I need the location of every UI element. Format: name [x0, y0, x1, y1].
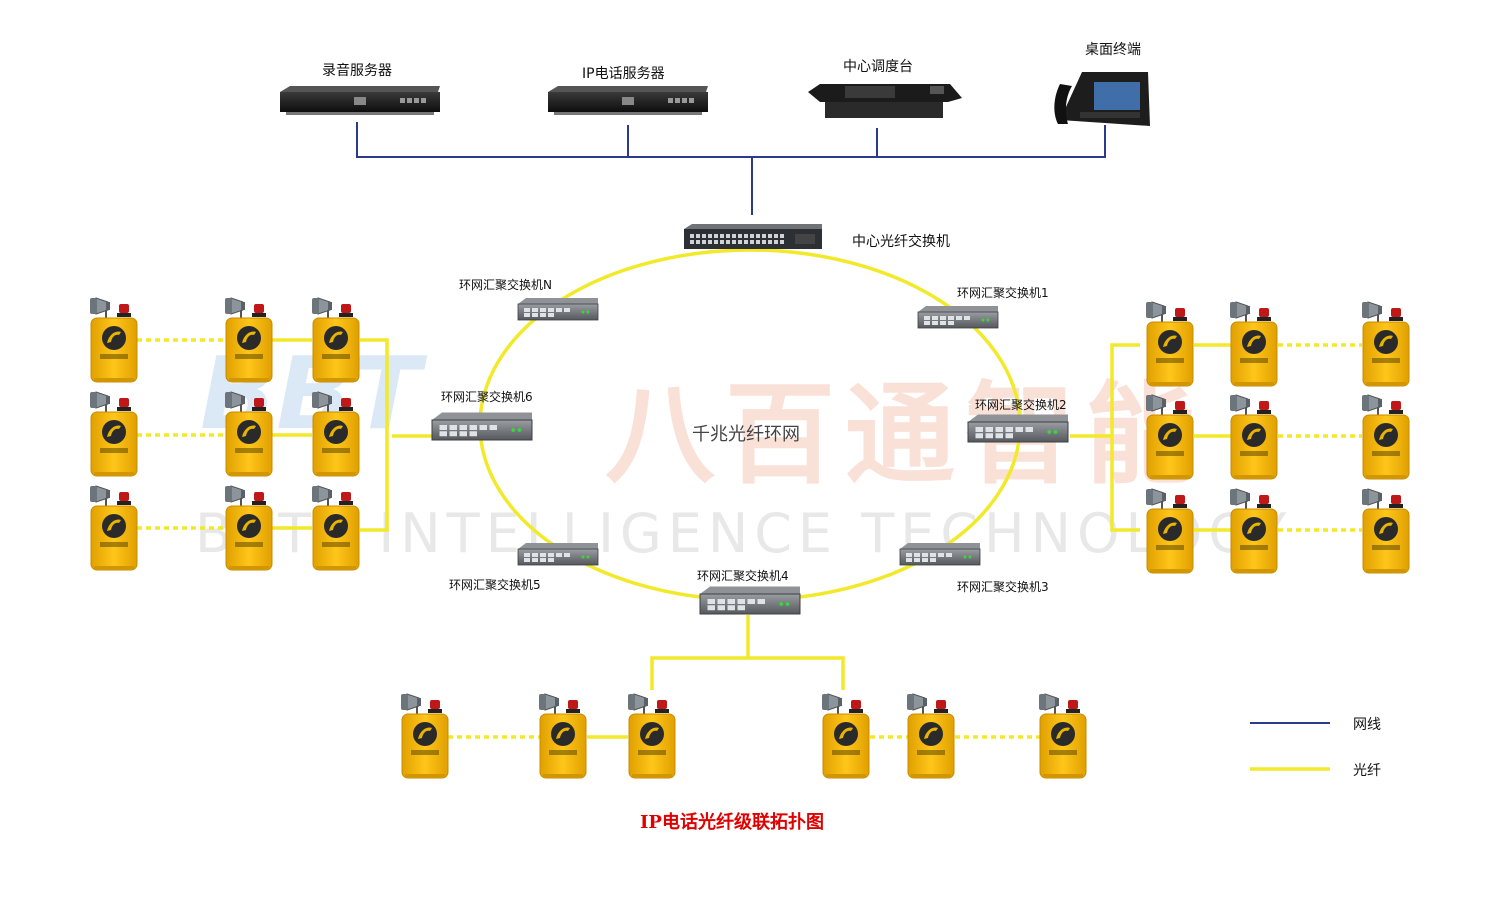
watermark-english: BETT INTELLIGENCE TECHNOLOGY	[195, 502, 1293, 565]
phone-icon	[311, 391, 360, 477]
phone-icon	[400, 693, 449, 779]
phone-icon	[1361, 301, 1410, 387]
ip-phone-server-label: IP电话服务器	[582, 66, 665, 82]
diagram-caption: IP电话光纤级联拓扑图	[640, 812, 824, 833]
phone-icon	[1145, 394, 1194, 480]
ring-switch-n-icon	[517, 297, 599, 321]
recording-server-label: 录音服务器	[322, 63, 392, 79]
phone-icon	[538, 693, 587, 779]
phone-icon	[311, 485, 360, 571]
core-switch-icon	[684, 224, 822, 249]
ring-switch-5-icon	[517, 542, 599, 566]
phone-icon	[1145, 301, 1194, 387]
ring-switch-6-icon	[431, 411, 533, 441]
dispatch-console-icon	[808, 84, 962, 118]
phone-icon	[311, 297, 360, 383]
ring-switch-6-label: 环网汇聚交换机6	[441, 390, 533, 404]
dispatch-console-label: 中心调度台	[843, 59, 913, 75]
recording-server-icon	[280, 86, 440, 115]
ring-switch-2-label: 环网汇聚交换机2	[975, 398, 1067, 412]
phone-icon	[1145, 488, 1194, 574]
phone-icon	[89, 297, 138, 383]
phone-icon	[1229, 301, 1278, 387]
ring-switch-2-icon	[967, 413, 1069, 443]
legend-fiber-label: 光纤	[1353, 763, 1381, 779]
ring-network-label: 千兆光纤环网	[692, 424, 800, 445]
phone-icon	[1038, 693, 1087, 779]
legend-network-cable-label: 网线	[1353, 717, 1381, 733]
phone-icon	[906, 693, 955, 779]
ring-switch-1-label: 环网汇聚交换机1	[957, 286, 1049, 300]
ip-phone-server-icon	[548, 86, 708, 115]
ring-switch-1-icon	[917, 305, 999, 329]
ring-switch-5-label: 环网汇聚交换机5	[449, 578, 541, 592]
phone-icon	[224, 391, 273, 477]
phone-icon	[1361, 488, 1410, 574]
desktop-terminal-icon	[1054, 72, 1150, 126]
phone-icon	[224, 485, 273, 571]
phone-icon	[1229, 394, 1278, 480]
ring-switch-4-label: 环网汇聚交换机4	[697, 569, 789, 583]
phone-icon	[1229, 488, 1278, 574]
ring-switch-3-icon	[899, 542, 981, 566]
core-switch-label: 中心光纤交换机	[852, 234, 950, 250]
ring-switch-3-label: 环网汇聚交换机3	[957, 580, 1049, 594]
desktop-terminal-label: 桌面终端	[1085, 42, 1141, 58]
network-cable-lines	[356, 122, 1106, 215]
phone-icon	[627, 693, 676, 779]
phone-icon	[821, 693, 870, 779]
phone-icon	[89, 391, 138, 477]
phone-icon	[224, 297, 273, 383]
phone-icon	[1361, 394, 1410, 480]
ring-switch-4-icon	[699, 585, 801, 615]
phone-icon	[89, 485, 138, 571]
ring-switch-n-label: 环网汇聚交换机N	[459, 278, 552, 292]
